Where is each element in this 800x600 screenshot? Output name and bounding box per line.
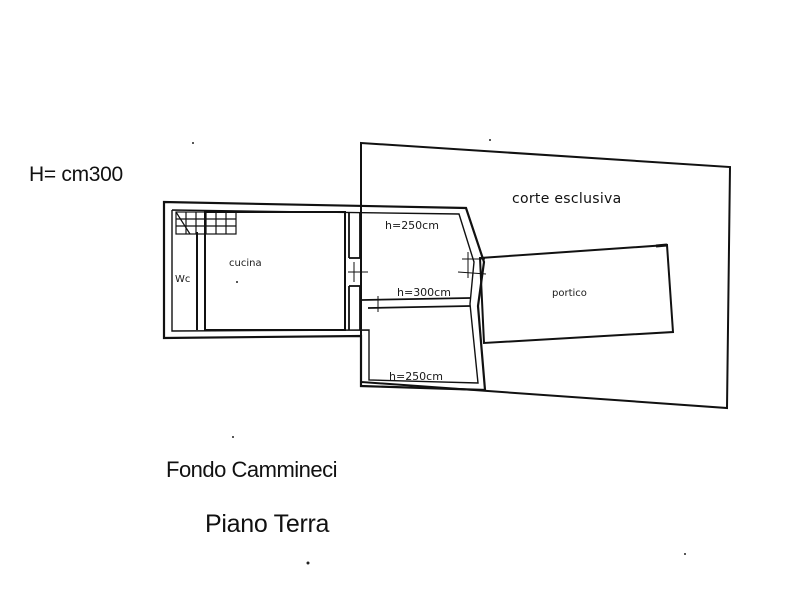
wc-label: Wc — [175, 274, 191, 285]
porch-outline — [478, 243, 675, 345]
central-wall — [348, 212, 368, 330]
ceiling-height-note: H= cm300 — [29, 163, 123, 186]
upper-room-height-label: h=250cm — [385, 219, 439, 232]
staircase — [175, 211, 237, 235]
passage-walls — [361, 252, 487, 312]
kitchen-label: cucina — [229, 258, 262, 269]
porch-label: portico — [552, 288, 587, 299]
lower-room-height-label: h=250cm — [389, 370, 443, 383]
courtyard-outline — [360, 141, 732, 410]
floor-caption: Piano Terra — [205, 510, 330, 538]
passage-height-label: h=300cm — [397, 286, 451, 299]
kitchen-walls — [204, 211, 346, 331]
scan-specks — [192, 139, 686, 565]
building-outer-wall — [162, 200, 487, 392]
courtyard-label: corte esclusiva — [512, 191, 622, 207]
property-caption: Fondo Cammineci — [166, 457, 338, 482]
